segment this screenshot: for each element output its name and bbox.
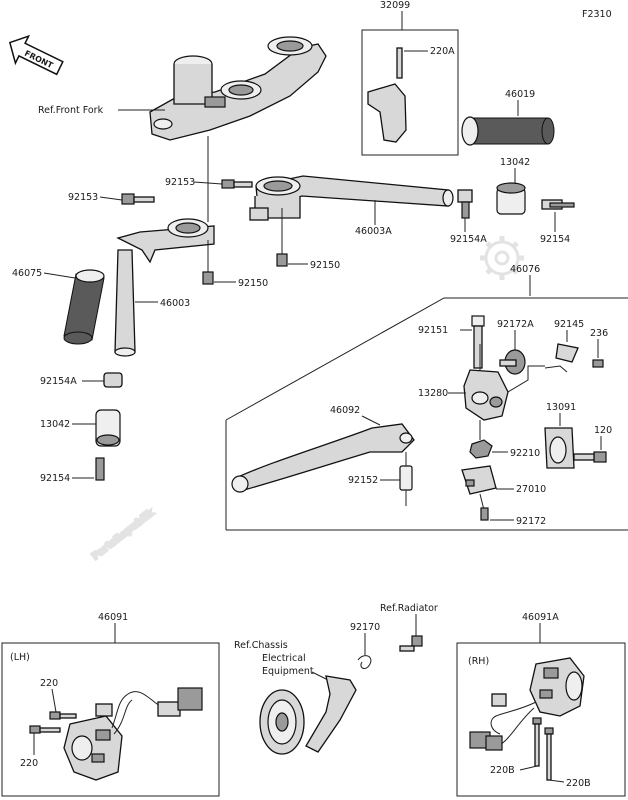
screw-236 [592, 359, 604, 368]
label-92154-left: 92154 [40, 473, 70, 484]
label-236: 236 [590, 328, 608, 339]
bar-end-weight-left [95, 409, 121, 447]
label-92172A: 92172A [497, 319, 534, 330]
label-ref-front-fork: Ref.Front Fork [38, 105, 104, 116]
label-13042-left: 13042 [40, 419, 70, 430]
label-46019: 46019 [505, 89, 535, 100]
label-220-a: 220 [40, 678, 58, 689]
label-32099: 32099 [380, 0, 410, 11]
label-ref-radiator: Ref.Radiator [380, 603, 438, 614]
label-lh: (LH) [10, 652, 30, 663]
label-ref-chassis-1: Ref.Chassis [234, 640, 288, 651]
switch-46091 [63, 687, 203, 781]
bolt-ref-radiator [399, 635, 423, 652]
horn-bracket [305, 675, 357, 753]
screw-220-b [29, 725, 61, 734]
label-46091: 46091 [98, 612, 128, 623]
spring-92145 [544, 343, 579, 373]
label-rh: (RH) [468, 656, 489, 667]
label-46076: 46076 [510, 264, 540, 275]
bolt-92153-mid [221, 179, 253, 189]
label-92154A-left: 92154A [40, 376, 77, 387]
bolt-120 [573, 451, 607, 463]
bolt-92150-right [276, 253, 288, 267]
label-92154-right: 92154 [540, 234, 570, 245]
clamp-13091 [544, 427, 575, 469]
box-46091 [1, 642, 220, 797]
pin-92151 [471, 315, 485, 369]
svg-text:PartsRepublik: PartsRepublik [90, 507, 156, 562]
label-46075: 46075 [12, 268, 42, 279]
label-92151: 92151 [418, 325, 448, 336]
clip-92170 [357, 655, 372, 669]
watermark: PartsRepublik [89, 506, 158, 564]
diagram-code: F2310 [582, 9, 612, 20]
label-92152: 92152 [348, 475, 378, 486]
handlebar-46003 [114, 218, 215, 357]
label-92154A-right: 92154A [450, 234, 487, 245]
label-220B-a: 220B [490, 765, 515, 776]
label-13280: 13280 [418, 388, 448, 399]
label-92153-mid: 92153 [165, 177, 195, 188]
label-46091A: 46091A [522, 612, 559, 623]
collar-92152 [399, 465, 413, 491]
horn [259, 689, 305, 755]
screw-220B-a [532, 717, 542, 767]
label-46003A: 46003A [355, 226, 392, 237]
label-27010: 27010 [516, 484, 546, 495]
label-92170: 92170 [350, 622, 380, 633]
bolt-92154-left [95, 457, 105, 481]
label-ref-chassis-2: Electrical [262, 653, 306, 664]
screw-220B-b [544, 727, 554, 781]
top-triple-clamp [149, 36, 327, 141]
nut-92210 [469, 439, 493, 459]
label-120: 120 [594, 425, 612, 436]
box-32099 [361, 29, 459, 156]
grip-46075 [63, 269, 105, 345]
watermark-gear-icon [480, 236, 524, 280]
bolt-92154A-left [103, 372, 123, 388]
label-92150-a: 92150 [238, 278, 268, 289]
switch-27010 [461, 465, 497, 495]
label-92150-b: 92150 [310, 260, 340, 271]
lever-holder-13280 [463, 369, 509, 421]
screw-220-a [49, 711, 77, 720]
label-ref-chassis-3: Equipment [262, 666, 314, 677]
label-92145: 92145 [554, 319, 584, 330]
bolt-92153-left [121, 193, 155, 205]
screw-92172 [480, 507, 489, 521]
label-220-b: 220 [20, 758, 38, 769]
label-13091: 13091 [546, 402, 576, 413]
box-46091A [456, 642, 626, 797]
label-13042-top: 13042 [500, 157, 530, 168]
label-92153-left: 92153 [68, 192, 98, 203]
label-46003: 46003 [160, 298, 190, 309]
bolt-92150-left [202, 271, 214, 285]
bar-end-weight-right [496, 182, 526, 215]
front-arrow-icon: FRONT [8, 34, 64, 76]
label-92172: 92172 [516, 516, 546, 527]
label-220B-b: 220B [566, 778, 591, 789]
bracket-32099 [367, 47, 407, 143]
grip-46019 [461, 116, 555, 146]
switch-46091A [469, 657, 585, 751]
label-220A: 220A [430, 46, 455, 57]
adjuster-92172A [499, 349, 526, 375]
lever-46092 [231, 423, 415, 493]
bolt-92154A-right [457, 189, 473, 219]
bolt-92154-right [541, 199, 575, 210]
label-46092: 46092 [330, 405, 360, 416]
handlebar-46003A [249, 175, 454, 221]
label-92210: 92210 [510, 448, 540, 459]
